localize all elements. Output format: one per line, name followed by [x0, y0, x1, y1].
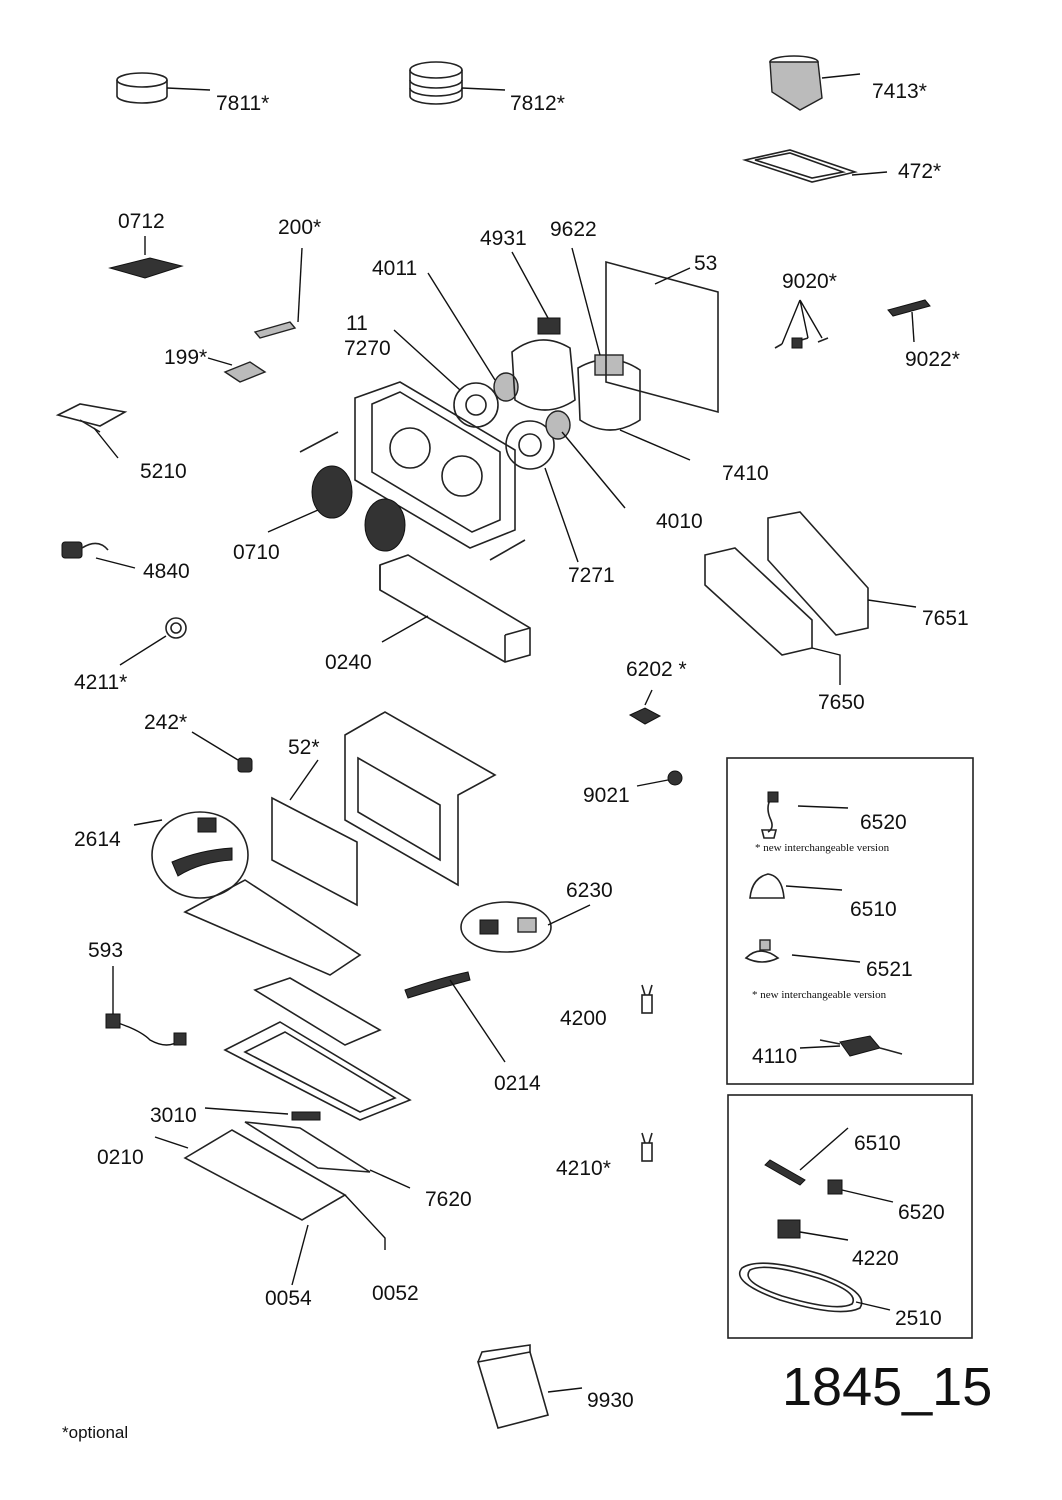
- part-label: 7410: [722, 462, 769, 485]
- box1-item-label: 6521: [866, 958, 913, 981]
- part-label: 4210*: [556, 1157, 611, 1180]
- box2-item-label: 4220: [852, 1247, 899, 1270]
- part-label: 9022*: [905, 348, 960, 371]
- part-label: 7650: [818, 691, 865, 714]
- part-label: 9021: [583, 784, 630, 807]
- part-label: 0052: [372, 1282, 419, 1305]
- part-label: 4200: [560, 1007, 607, 1030]
- part-label: 7811*: [216, 92, 269, 115]
- part-label: 7413*: [872, 80, 927, 103]
- part-label: 4010: [656, 510, 703, 533]
- part-label: 200*: [278, 216, 321, 239]
- leader-lines: [93, 73, 917, 1393]
- part-label: 11: [346, 312, 368, 335]
- part-label: 2614: [74, 828, 121, 851]
- part-label: 0240: [325, 651, 372, 674]
- part-label: 4211*: [74, 671, 127, 694]
- part-label: 242*: [144, 711, 187, 734]
- part-label: 4931: [480, 227, 527, 250]
- part-label: 472*: [898, 160, 941, 183]
- part-label: 0054: [265, 1287, 312, 1310]
- part-label: 7812*: [510, 92, 565, 115]
- part-label: 7270: [344, 337, 391, 360]
- part-label: 593: [88, 939, 123, 962]
- part-label: 4011: [372, 257, 417, 280]
- part-label: 4840: [143, 560, 190, 583]
- part-label: 6230: [566, 879, 613, 902]
- part-label: 0210: [97, 1146, 144, 1169]
- option-box-2: 6510 6520 4220 2510: [727, 1094, 973, 1339]
- part-label: 0710: [233, 541, 280, 564]
- part-label: 0214: [494, 1072, 541, 1095]
- box2-item-label: 6510: [854, 1132, 901, 1155]
- box2-item-label: 6520: [898, 1201, 945, 1224]
- part-label: 9622: [550, 218, 597, 241]
- option-box-1: 6520 * new interchangeable version 6510 …: [726, 757, 974, 1085]
- box1-item-label: 4110: [752, 1045, 797, 1068]
- part-label: 52*: [288, 736, 320, 759]
- part-label: 6202 *: [626, 658, 687, 681]
- box1-note: * new interchangeable version: [755, 842, 890, 854]
- box2-item-label: 2510: [895, 1307, 942, 1330]
- part-label: 53: [694, 252, 717, 275]
- part-label: 0712: [118, 210, 165, 233]
- part-drawings: [55, 55, 931, 1429]
- part-label: 9930: [587, 1389, 634, 1412]
- part-label: 5210: [140, 460, 187, 483]
- footnote: *optional: [62, 1423, 128, 1442]
- part-label: 7620: [425, 1188, 472, 1211]
- part-label: 9020*: [782, 270, 837, 293]
- box1-item-label: 6510: [850, 898, 897, 921]
- part-label: 3010: [150, 1104, 197, 1127]
- diagram-id: 1845_15: [782, 1357, 992, 1417]
- box1-item-label: 6520: [860, 811, 907, 834]
- part-label: 7271: [568, 564, 615, 587]
- part-label: 199*: [164, 346, 207, 369]
- part-labels: 7811* 7812* 7413* 472* 0712 200* 4011 49…: [74, 80, 969, 1412]
- part-label: 7651: [922, 607, 969, 630]
- box1-note: * new interchangeable version: [752, 989, 887, 1001]
